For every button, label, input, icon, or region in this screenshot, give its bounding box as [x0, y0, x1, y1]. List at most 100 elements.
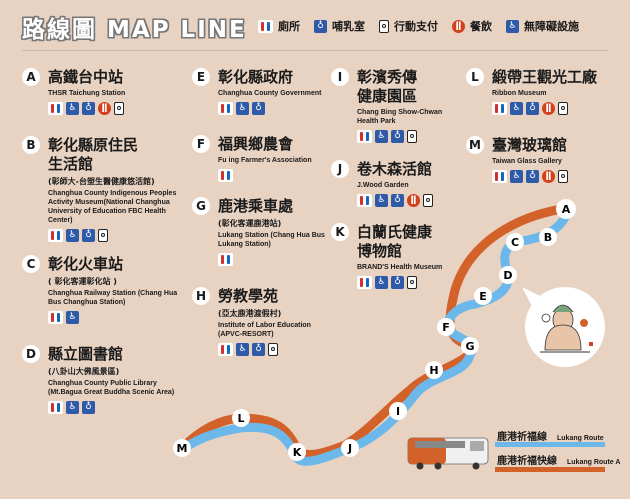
restroom-icon — [48, 229, 63, 242]
page-title: 路線圖 MAP LINE — [22, 17, 247, 43]
stop-name-zh: 彰化火車站 — [48, 255, 124, 273]
stop-name-zh: 彰化縣原住民 — [48, 136, 139, 154]
stop-name-en: Changhua County Public Library (Mt.Bagua… — [48, 380, 175, 396]
bus-illustration — [407, 437, 489, 470]
stop-name-zh: 勞教學苑 — [218, 287, 279, 305]
stop-c[interactable]: C 彰化火車站 ( 彰化客運彰化站 ) Changhua Railway Sta… — [22, 255, 192, 324]
stop-name-zh: 緞帶王觀光工廠 — [492, 68, 598, 86]
stop-name-zh: 彰化縣政府 — [218, 68, 294, 86]
stop-name-en: Institute of Labor Education (APVC-RESOR… — [218, 322, 311, 338]
stop-name-zh-line2: 博物館 — [357, 242, 403, 260]
stop-h[interactable]: H 勞教學苑 (亞太鹿港渡假村) Institute of Labor Educ… — [192, 287, 332, 356]
restroom-icon — [218, 253, 233, 266]
restroom-icon — [492, 170, 507, 183]
stop-letter-badge: M — [466, 136, 484, 154]
stop-d[interactable]: D 縣立圖書館 (八卦山大佛風景區) Changhua County Publi… — [22, 345, 192, 414]
stop-j[interactable]: J 卷木森活館 J.Wood Garden ♿♁ǁ — [331, 160, 461, 207]
restroom-icon — [48, 311, 63, 324]
stop-name-zh: 鹿港乘車處 — [218, 197, 294, 215]
svg-text:E: E — [479, 290, 487, 303]
svg-text:H: H — [429, 364, 438, 377]
mobile-payment-icon — [268, 343, 278, 356]
stop-g[interactable]: G 鹿港乘車處 (彰化客運鹿港站) Lukang Station (Chang … — [192, 197, 332, 266]
nursing-room-icon: ♁ — [391, 194, 404, 207]
accessible-icon: ♿ — [66, 229, 79, 242]
stop-letter-badge: C — [22, 255, 40, 273]
stop-name-en: Fu ing Farmer's Association — [218, 157, 312, 164]
nursing-room-icon: ♁ — [526, 170, 539, 183]
route-swatch-orange — [495, 467, 605, 472]
stop-l[interactable]: L 緞帶王觀光工廠 Ribbon Museum ♿♁ǁ — [466, 68, 626, 115]
stop-b[interactable]: B 彰化縣原住民 生活館 (彰師大-台塑生醫健康悠活館) Changhua Co… — [22, 136, 192, 242]
svg-text:D: D — [503, 269, 512, 282]
stop-a[interactable]: A 高鐵台中站 THSR Taichung Station ♿♁ǁ — [22, 68, 182, 115]
stop-m[interactable]: M 臺灣玻璃館 Taiwan Glass Gallery ♿♁ǁ — [466, 136, 626, 183]
svg-text:F: F — [442, 321, 450, 334]
accessible-icon: ♿ — [66, 102, 79, 115]
nursing-room-icon: ♁ — [314, 19, 327, 33]
stop-letter-badge: B — [22, 136, 40, 154]
mobile-payment-icon — [379, 19, 389, 33]
legend-accessible-label: 無障礙設施 — [524, 20, 579, 33]
accessible-icon: ♿ — [66, 401, 79, 414]
nursing-room-icon: ♁ — [391, 276, 404, 289]
stop-name-zh: 縣立圖書館 — [48, 345, 124, 363]
stop-name-zh: 高鐵台中站 — [48, 68, 124, 86]
stop-letter-badge: K — [331, 223, 349, 241]
nursing-room-icon: ♁ — [82, 229, 95, 242]
restroom-icon — [48, 102, 63, 115]
restroom-icon — [218, 169, 233, 182]
route-legend-lukang-a: 鹿港祈福快線 Lukang Route A — [497, 452, 620, 467]
accessible-icon: ♿ — [66, 311, 79, 324]
legend-restroom-label: 廁所 — [278, 20, 300, 33]
stop-letter-badge: D — [22, 345, 40, 363]
svg-text:I: I — [396, 405, 400, 418]
stop-f[interactable]: F 福興鄉農會 Fu ing Farmer's Association — [192, 135, 332, 182]
route-line — [177, 203, 573, 466]
stop-letter-badge: H — [192, 287, 210, 305]
nursing-room-icon: ♁ — [526, 102, 539, 115]
stop-subtitle: (亞太鹿港渡假村) — [218, 309, 282, 318]
route-a-name-en: Lukang Route A — [567, 459, 621, 466]
restroom-icon — [218, 102, 233, 115]
stop-name-en: Changhua County Indigenous Peoples Activ… — [48, 190, 177, 224]
mobile-payment-icon — [558, 170, 568, 183]
dining-icon: ǁ — [542, 102, 555, 115]
stop-e[interactable]: E 彰化縣政府 Changhua County Government ♿♁ — [192, 68, 332, 115]
stop-letter-badge: I — [331, 68, 349, 86]
nursing-room-icon: ♁ — [82, 102, 95, 115]
svg-text:A: A — [562, 203, 571, 216]
dining-icon: ǁ — [452, 19, 465, 33]
stop-name-en: Chang Bing Show-Chwan Health Park — [357, 109, 443, 125]
header-divider — [22, 50, 608, 51]
stop-name-zh-line2: 健康園區 — [357, 87, 418, 105]
svg-text:G: G — [465, 340, 474, 353]
stop-name-en: Taiwan Glass Gallery — [492, 158, 562, 165]
svg-text:J: J — [347, 442, 352, 455]
mobile-payment-icon — [407, 276, 417, 289]
stop-subtitle: ( 彰化客運彰化站 ) — [48, 277, 117, 286]
accessible-icon: ♿ — [375, 130, 388, 143]
stop-name-en: Changhua Railway Station (Chang Hua Bus … — [48, 290, 178, 306]
legend-payment-label: 行動支付 — [394, 20, 438, 33]
nursing-room-icon: ♁ — [391, 130, 404, 143]
accessible-icon: ♿ — [510, 102, 523, 115]
stop-subtitle: (彰師大-台塑生醫健康悠活館) — [48, 177, 155, 186]
route-a-name-zh: 鹿港祈福快線 — [497, 456, 557, 467]
restroom-icon — [357, 130, 372, 143]
stop-name-en: Changhua County Government — [218, 90, 322, 97]
stop-name-en: THSR Taichung Station — [48, 90, 126, 97]
restroom-icon — [258, 19, 273, 33]
accessible-icon: ♿ — [510, 170, 523, 183]
svg-text:B: B — [544, 231, 552, 244]
stop-name-zh: 福興鄉農會 — [218, 135, 294, 153]
svg-text:K: K — [293, 446, 302, 459]
stop-letter-badge: G — [192, 197, 210, 215]
stop-name-en: J.Wood Garden — [357, 182, 409, 189]
stop-i[interactable]: I 彰濱秀傳 健康園區 Chang Bing Show-Chwan Health… — [331, 68, 461, 143]
route-a-line — [177, 203, 573, 459]
stop-k[interactable]: K 白蘭氏健康 博物館 BRAND'S Health Museum ♿♁ — [331, 223, 461, 289]
stop-letter-badge: E — [192, 68, 210, 86]
stop-name-en: BRAND'S Health Museum — [357, 264, 443, 271]
